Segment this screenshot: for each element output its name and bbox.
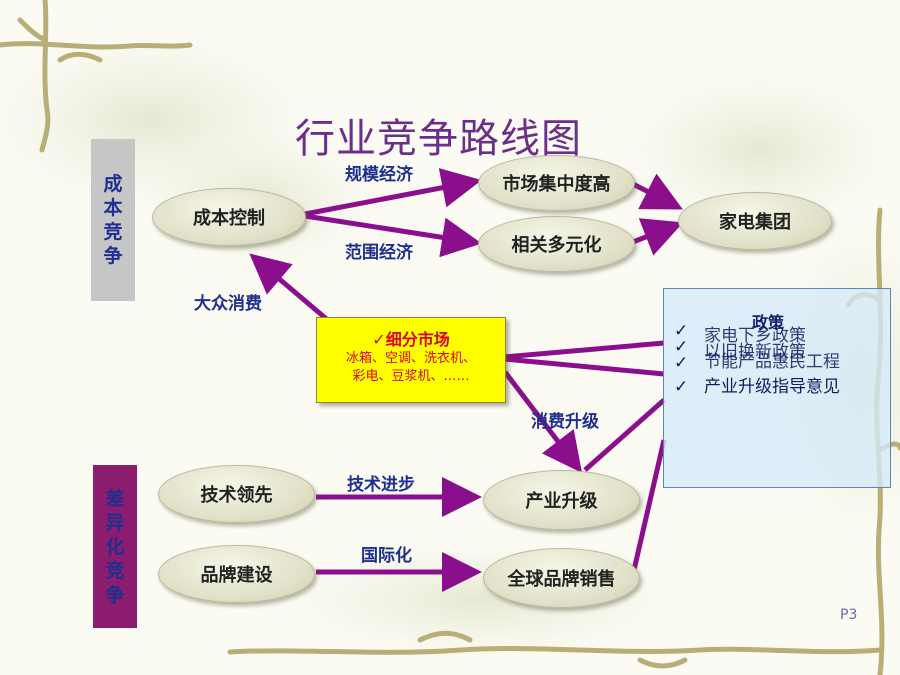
line-market-to-policy-1 — [503, 340, 665, 360]
node-tech-leading: 技术领先 — [158, 465, 315, 523]
line-policy-to-upgrade — [583, 398, 666, 472]
policy-box: 政策 ✓ ✓ ✓ ✓ 家电下乡政策 以旧换新政策 节能产品惠民工程 产业升级指导… — [663, 288, 891, 488]
policy-item-overlap-2: 以旧换新政策 — [704, 342, 806, 362]
check-icon: ✓ — [372, 330, 386, 349]
edge-label-scope-economy: 范围经济 — [345, 243, 413, 263]
edge-label-scale-economy: 规模经济 — [345, 165, 413, 185]
edge-label-mass-consumption: 大众消费 — [194, 294, 262, 314]
node-market-concentration: 市场集中度高 — [478, 155, 635, 211]
node-global-brand-sales: 全球品牌销售 — [483, 548, 640, 608]
arrow-concentration-to-group — [631, 173, 683, 210]
side-label-differentiation-competition: 差 异 化 竞 争 — [93, 465, 137, 628]
policy-check-icon-2: ✓ — [674, 337, 689, 357]
policy-check-icon-3: ✓ — [674, 353, 689, 373]
edge-label-consumption-upgrade: 消费升级 — [531, 412, 599, 432]
page-title: 行业竞争路线图 — [295, 116, 582, 162]
arrow-market-to-upgrade — [503, 370, 583, 473]
page-number: P3 — [840, 607, 858, 623]
policy-item-overlap-3: 节能产品惠民工程 — [704, 352, 840, 372]
line-market-to-policy-2 — [503, 356, 665, 377]
line-policy-to-global — [631, 439, 667, 571]
side-label-cost-competition: 成 本 竞 争 — [91, 139, 135, 301]
node-appliance-group: 家电集团 — [678, 192, 832, 250]
policy-check-icon-1: ✓ — [674, 321, 689, 341]
policy-box-title: 政策 — [752, 313, 785, 332]
arrow-diversification-to-group — [632, 218, 684, 256]
node-cost-control: 成本控制 — [152, 188, 306, 246]
node-industry-upgrade: 产业升级 — [483, 470, 640, 530]
vine-border-top — [0, 0, 193, 153]
arrow-cost-to-concentration — [304, 168, 482, 217]
market-box-line-2: 彩电、豆浆机、…… — [352, 369, 470, 384]
market-box-title: 细分市场 — [385, 330, 450, 349]
node-diversification: 相关多元化 — [478, 216, 635, 272]
market-segment-box: ✓细分市场 冰箱、空调、洗衣机、 彩电、豆浆机、…… — [316, 317, 506, 403]
node-brand-building: 品牌建设 — [158, 545, 315, 603]
edge-label-internationalization: 国际化 — [361, 546, 412, 566]
policy-item-4: 产业升级指导意见 — [704, 377, 840, 397]
vine-border-bottom — [227, 630, 883, 669]
edge-label-tech-progress: 技术进步 — [347, 475, 415, 495]
policy-item-overlap-1: 家电下乡政策 — [704, 326, 806, 346]
policy-check-icon-4: ✓ — [674, 377, 689, 397]
arrow-market-to-cost — [249, 253, 332, 324]
market-box-line-1: 冰箱、空调、洗衣机、 — [345, 351, 476, 366]
arrow-cost-to-diversification — [304, 213, 482, 258]
